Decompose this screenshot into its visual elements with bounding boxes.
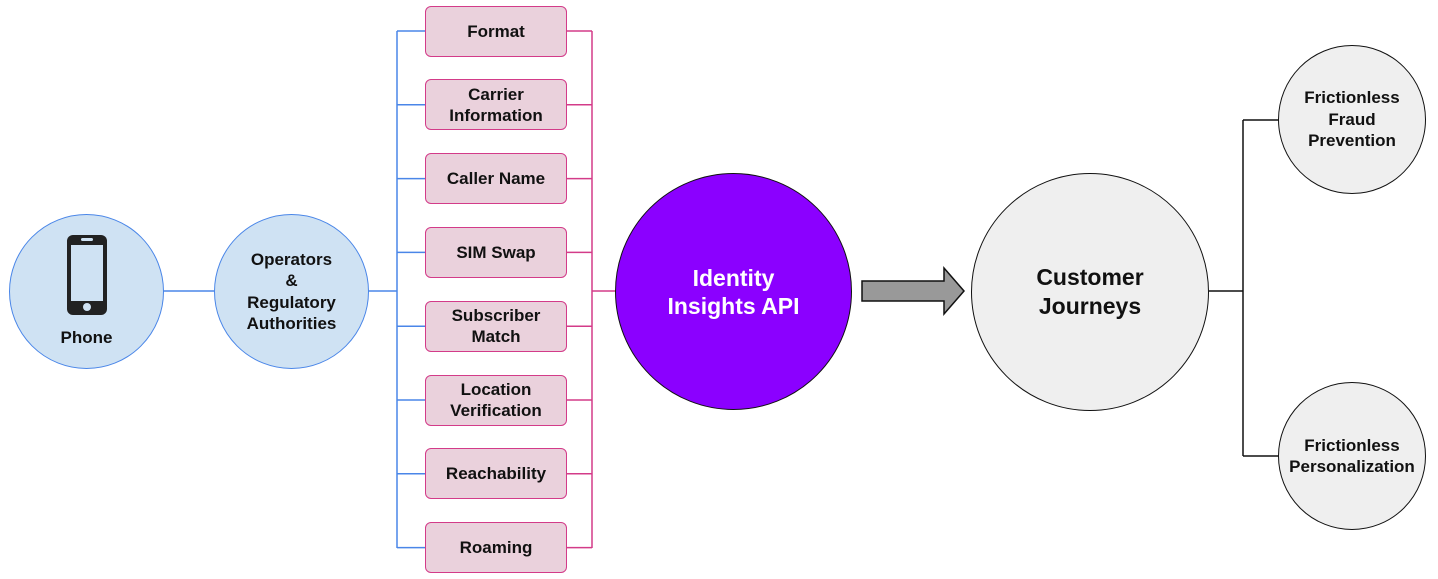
smartphone-icon [67, 235, 107, 315]
api-label: Identity Insights API [667, 264, 800, 319]
feature-box: Reachability [425, 448, 567, 500]
flow-arrow-icon [861, 265, 965, 317]
operators-label: Operators & Regulatory Authorities [246, 249, 337, 334]
api-node [615, 173, 852, 410]
feature-box: SIM Swap [425, 226, 567, 278]
feature-box: Format [425, 5, 567, 57]
feature-box: Carrier Information [425, 79, 567, 131]
feature-box: Roaming [425, 522, 567, 574]
personalization-label: Frictionless Personalization [1289, 435, 1415, 477]
personalization-node [1278, 382, 1426, 530]
feature-box: Caller Name [425, 153, 567, 205]
feature-box: Location Verification [425, 374, 567, 426]
journeys-label: Customer Journeys [1036, 264, 1144, 319]
feature-tick-lines [397, 30, 592, 549]
journeys-node [971, 173, 1209, 411]
phone-label: Phone [60, 328, 113, 347]
fraud-label: Frictionless Fraud Prevention [1304, 88, 1400, 151]
fraud-node [1278, 45, 1426, 194]
feature-box: Subscriber Match [425, 300, 567, 352]
operators-node [214, 214, 369, 369]
